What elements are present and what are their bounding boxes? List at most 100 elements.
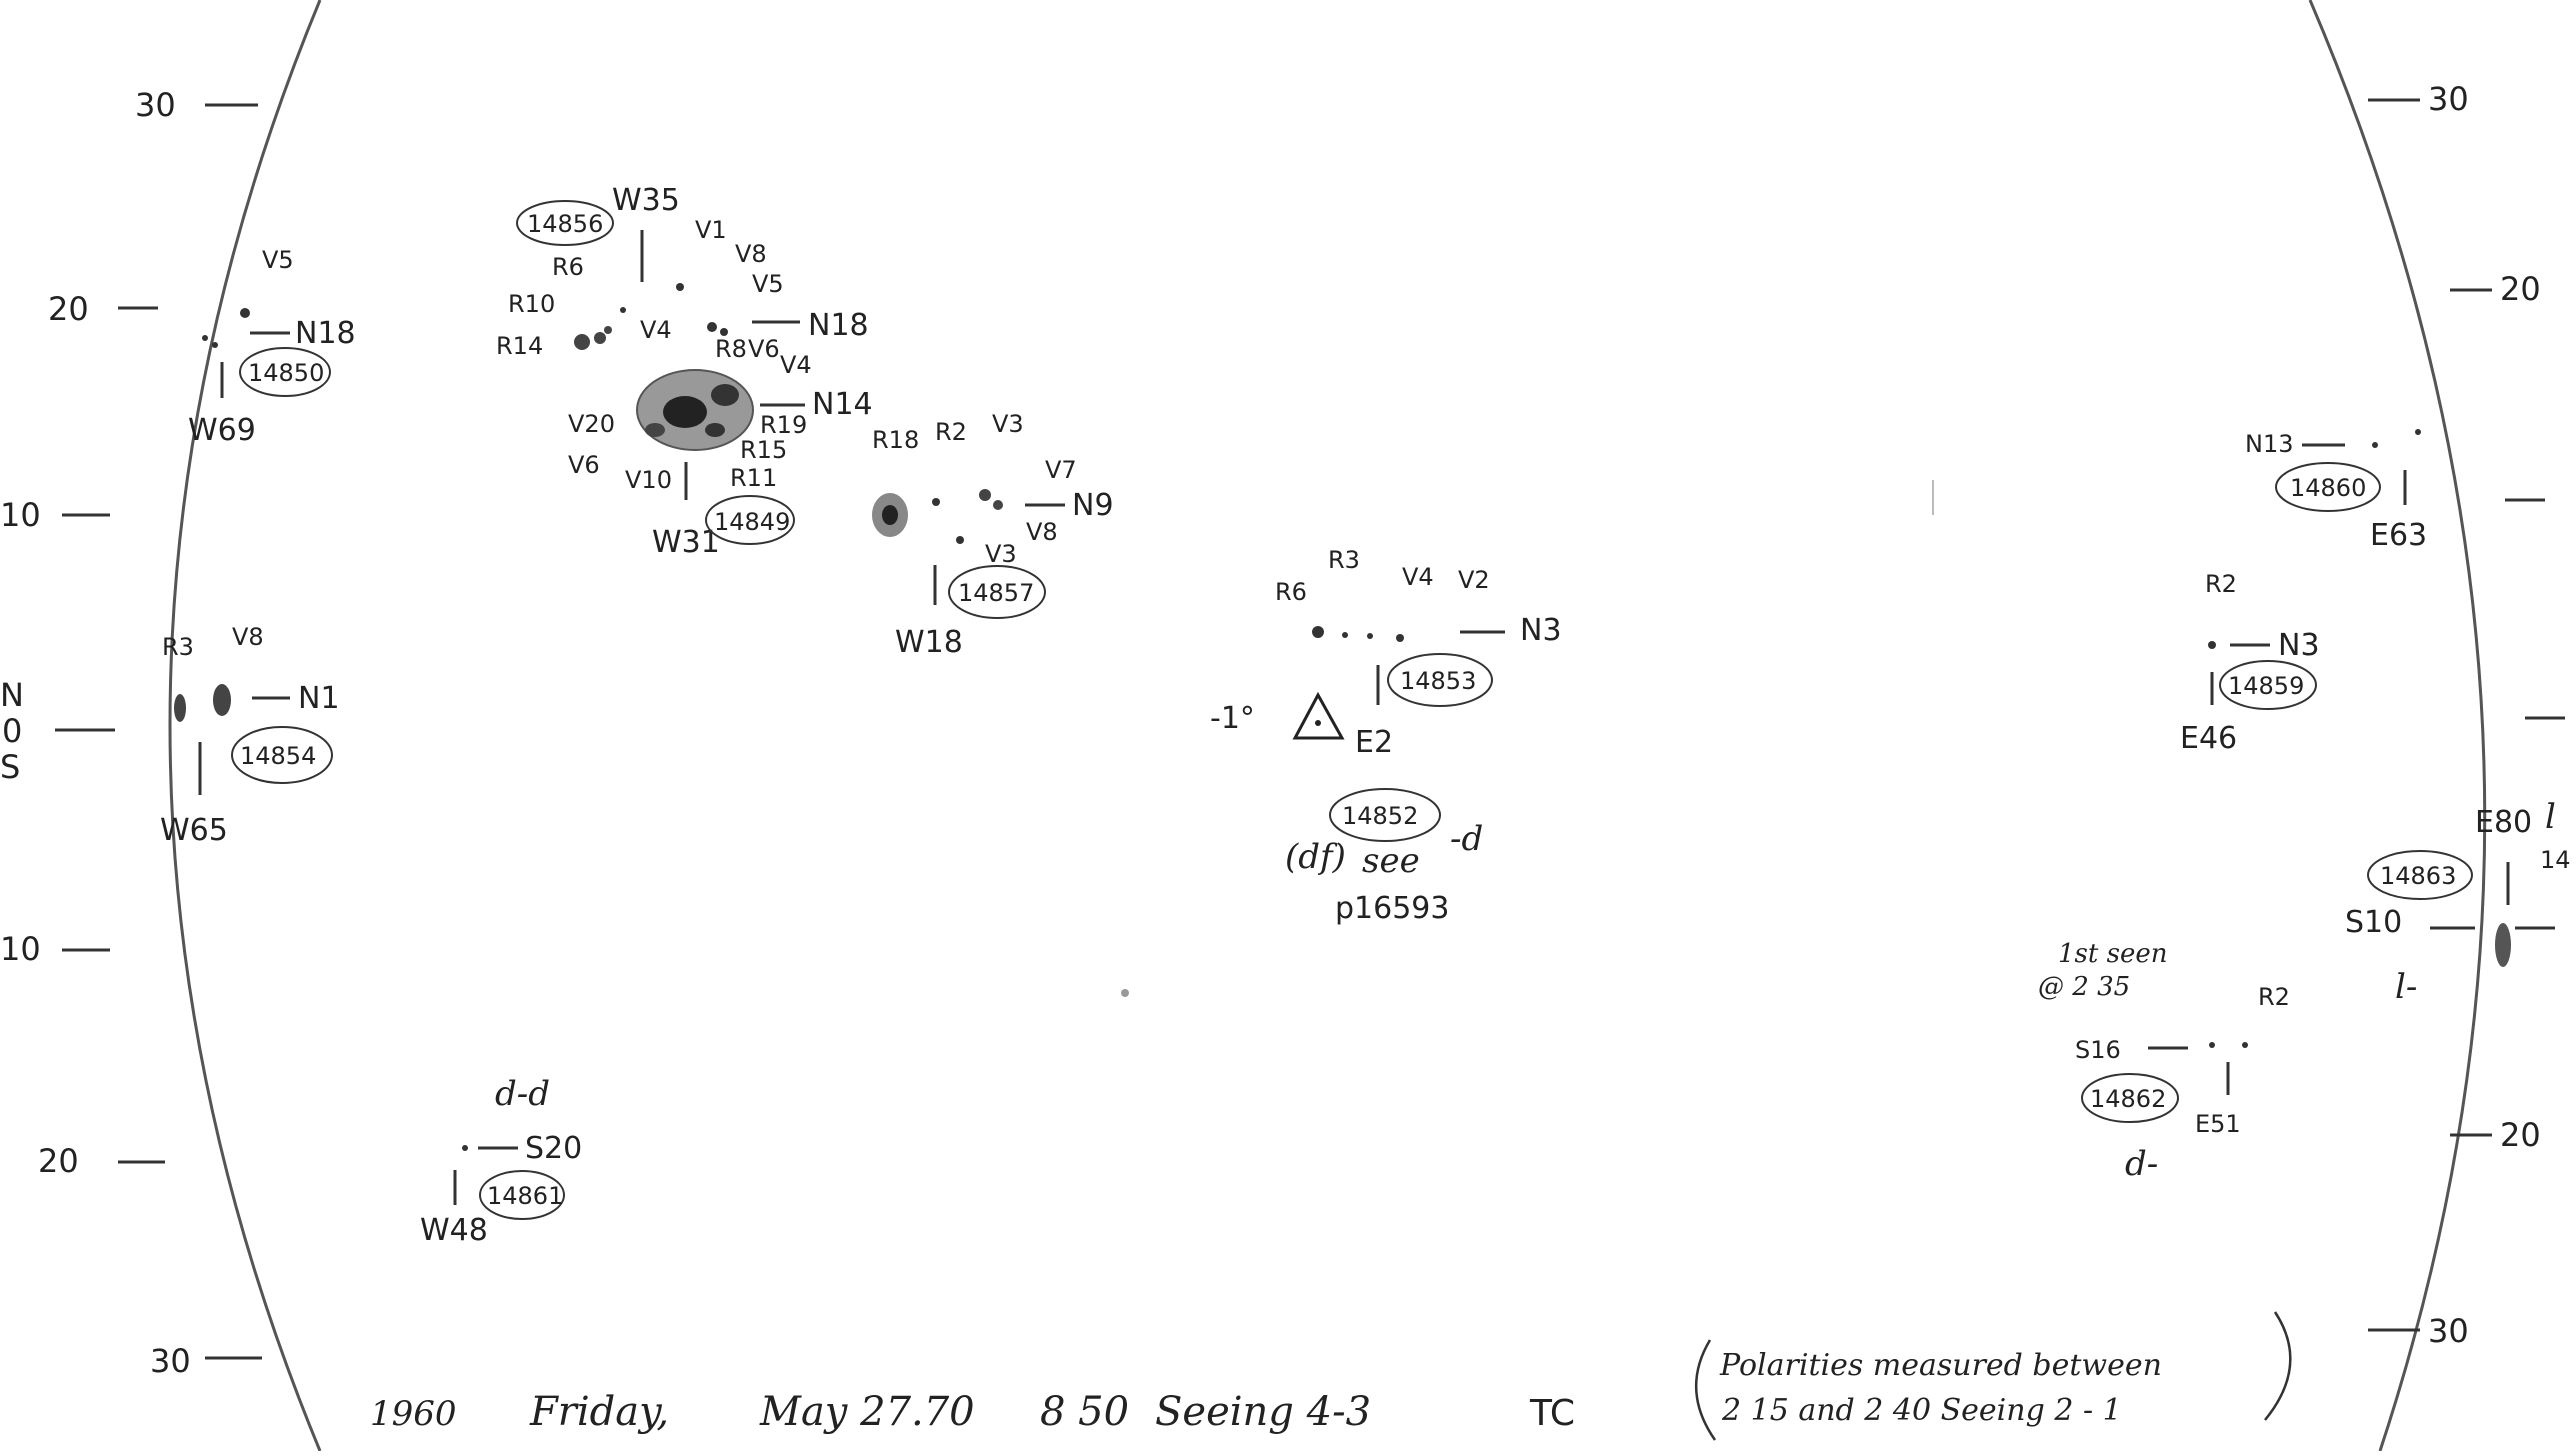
svg-text:V8: V8	[1026, 518, 1058, 546]
svg-text:E51: E51	[2195, 1110, 2241, 1138]
svg-text:V10: V10	[625, 466, 672, 494]
right-scale-20-bottom: 20	[2500, 1116, 2541, 1154]
group-14854: R3 V8 N1 14854 W65	[160, 623, 340, 848]
group-14862: 1st seen @ 2 35 R2 S16 14862 E51 d-	[2038, 939, 2290, 1184]
svg-text:d-d: d-d	[495, 1074, 550, 1114]
left-scale-10-bottom: 10	[0, 930, 41, 968]
footer-time: 8 50	[1040, 1389, 1129, 1435]
svg-text:R6: R6	[1275, 578, 1307, 606]
svg-text:V3: V3	[985, 540, 1017, 568]
footer-year: 1960	[370, 1394, 457, 1434]
svg-text:N9: N9	[1072, 488, 1114, 523]
svg-text:N3: N3	[2278, 628, 2320, 663]
svg-text:R2: R2	[2258, 983, 2290, 1011]
svg-text:W48: W48	[420, 1213, 488, 1248]
svg-text:-d: -d	[1450, 819, 1483, 859]
svg-text:p16593: p16593	[1335, 891, 1449, 926]
footer-polarity-line1: Polarities measured between	[1719, 1348, 2162, 1383]
svg-text:V4: V4	[780, 351, 812, 379]
svg-text:(df): (df)	[1285, 837, 1346, 877]
svg-text:V1: V1	[695, 216, 727, 244]
svg-text:R8: R8	[715, 335, 747, 363]
right-scale-30-bottom: 30	[2428, 1312, 2469, 1350]
svg-text:V6: V6	[748, 335, 780, 363]
left-scale-0: 0	[2, 712, 22, 750]
svg-text:-1°: -1°	[1210, 701, 1255, 736]
svg-text:R2: R2	[2205, 570, 2237, 598]
left-scale-n: N	[0, 676, 24, 714]
right-latitude-scale	[2368, 98, 2565, 1332]
group-14861: d-d S20 14861 W48	[420, 1074, 582, 1248]
svg-text:see: see	[1362, 841, 1420, 881]
label-n14: N14	[812, 387, 873, 422]
svg-text:W69: W69	[188, 413, 256, 448]
svg-text:V4: V4	[640, 316, 672, 344]
left-scale-20-top: 20	[48, 290, 89, 328]
group-14853: R6 R3 V4 V2 N3 14853 E2 -1°	[1210, 546, 1562, 760]
svg-text:@ 2 35: @ 2 35	[2038, 972, 2130, 1002]
svg-text:N13: N13	[2245, 430, 2294, 458]
group-14849: V4 N14 V20 V6 R19 R15 R11 V10 W31 14849	[568, 351, 873, 560]
svg-text:R6: R6	[552, 253, 584, 281]
svg-text:V5: V5	[262, 246, 294, 274]
svg-text:E46: E46	[2180, 721, 2237, 756]
svg-text:V5: V5	[752, 270, 784, 298]
footer-date: May 27.70	[759, 1389, 975, 1435]
svg-text:N1: N1	[298, 681, 340, 716]
svg-text:V3: V3	[992, 410, 1024, 438]
footer-observer: TC	[1529, 1393, 1575, 1434]
group-14859: R2 N3 14859 E46	[2180, 570, 2320, 756]
svg-text:R3: R3	[1328, 546, 1360, 574]
group-id-14863: 14863	[2380, 862, 2456, 890]
left-scale-s: S	[0, 748, 20, 786]
svg-text:R10: R10	[508, 290, 555, 318]
left-latitude-scale	[55, 103, 262, 1360]
group-id-14856: 14856	[527, 210, 603, 238]
svg-text:l-: l-	[2395, 967, 2417, 1007]
svg-text:R19: R19	[760, 411, 807, 439]
group-14850: V5 N18 14850 W69	[188, 246, 356, 448]
svg-text:V8: V8	[735, 240, 767, 268]
label-w35: W35	[612, 183, 680, 218]
solar-limb-right	[2308, 0, 2487, 1452]
group-14863: E80 14863 S10 l l- 14	[2345, 797, 2571, 1007]
group-14860: N13 14860 E63	[2245, 429, 2427, 553]
left-scale-10-top: 10	[0, 496, 41, 534]
svg-text:V2: V2	[1458, 566, 1490, 594]
svg-text:S10: S10	[2345, 905, 2402, 940]
group-id-14853: 14853	[1400, 667, 1476, 695]
svg-text:N18: N18	[295, 316, 356, 351]
footer-day: Friday,	[529, 1389, 669, 1435]
solar-limb-left	[168, 0, 322, 1452]
right-scale-20-top: 20	[2500, 270, 2541, 308]
group-14856: 14856 W35 V1 V8 V5 R6 R10 R14 V4 R8 V6 N…	[496, 183, 869, 363]
svg-text:R2: R2	[935, 418, 967, 446]
stray-dot	[1121, 989, 1129, 997]
svg-text:E63: E63	[2370, 518, 2427, 553]
svg-text:l: l	[2545, 797, 2556, 837]
svg-text:14: 14	[2540, 846, 2571, 874]
group-id-14859: 14859	[2228, 672, 2304, 700]
svg-text:R14: R14	[496, 332, 543, 360]
svg-text:V7: V7	[1045, 456, 1077, 484]
svg-text:R18: R18	[872, 426, 919, 454]
svg-text:R15: R15	[740, 436, 787, 464]
group-14857: R18 R2 V3 V7 N9 V8 V3 14857 W18	[872, 410, 1114, 660]
group-id-14850: 14850	[248, 359, 324, 387]
footer-polarity-line2: 2 15 and 2 40 Seeing 2 - 1	[1721, 1393, 2122, 1428]
svg-text:S20: S20	[525, 1131, 582, 1166]
footer-notes: 1960 Friday, May 27.70 8 50 Seeing 4-3 T…	[370, 1311, 2292, 1441]
svg-text:1st seen: 1st seen	[2058, 939, 2167, 969]
group-id-14857: 14857	[958, 579, 1034, 607]
label-n18-a: N18	[808, 308, 869, 343]
right-scale-30-top: 30	[2428, 80, 2469, 118]
left-scale-30-bottom: 30	[150, 1342, 191, 1380]
left-scale-30-top: 30	[135, 86, 176, 124]
svg-text:W65: W65	[160, 813, 228, 848]
svg-text:E80: E80	[2475, 805, 2532, 840]
footer-seeing: Seeing 4-3	[1155, 1389, 1371, 1435]
svg-text:V6: V6	[568, 451, 600, 479]
svg-text:V4: V4	[1402, 563, 1434, 591]
